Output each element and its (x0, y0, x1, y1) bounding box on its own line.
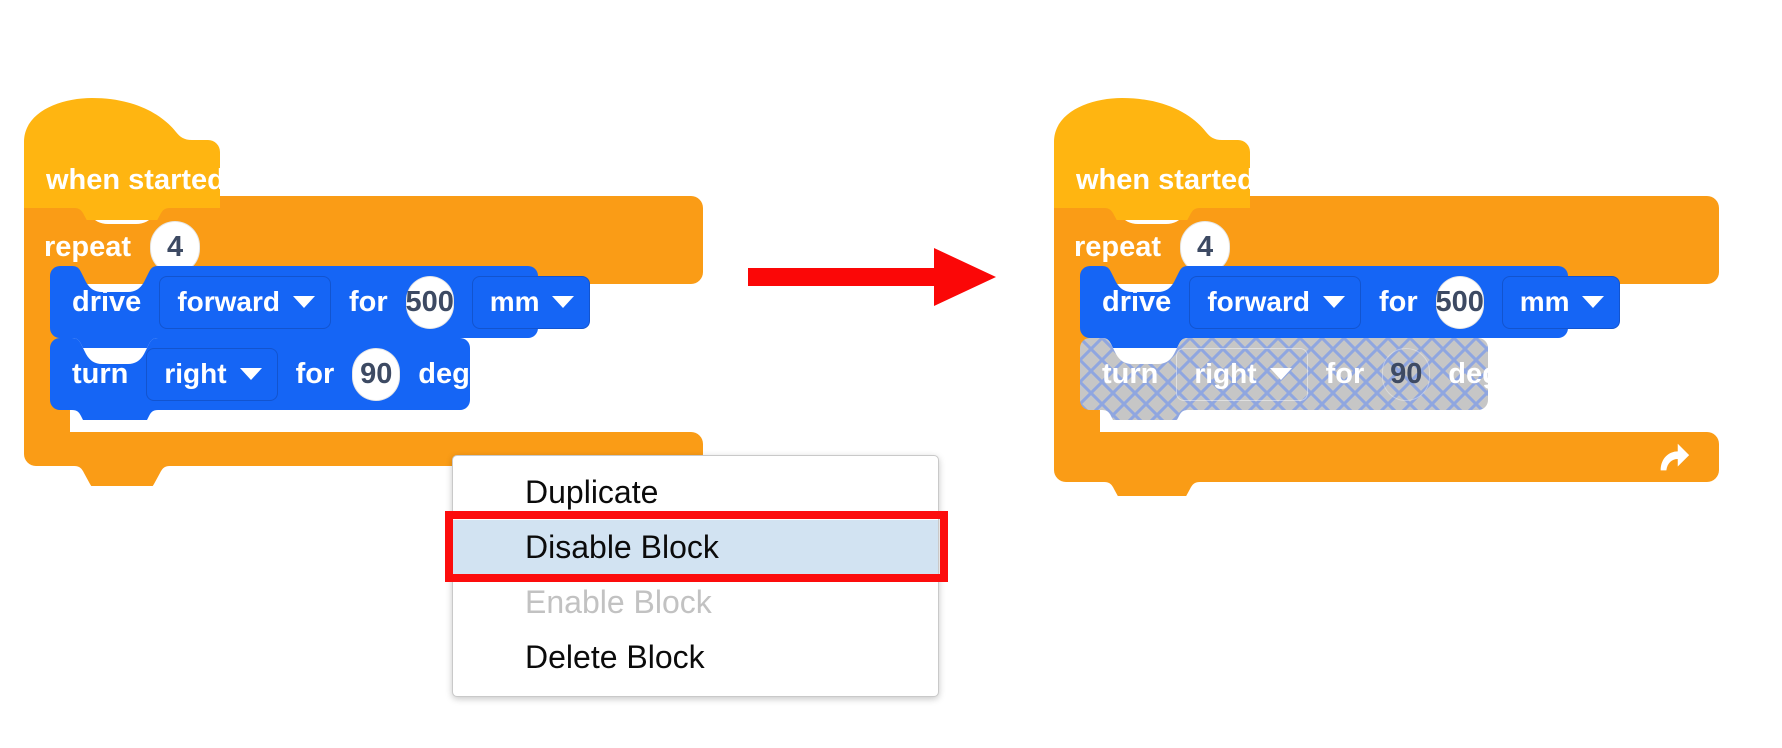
repeat-label: repeat (44, 231, 132, 263)
chevron-down-icon (1582, 295, 1605, 308)
chevron-down-icon (1323, 295, 1346, 308)
before-drive-row: drive forward for 500 mm (72, 266, 591, 338)
after-repeat-row: repeat 4 (1074, 221, 1231, 274)
turn-for-label: for (295, 357, 335, 390)
chevron-down-icon (552, 295, 575, 308)
drive-for-label: for (1379, 285, 1418, 318)
context-menu-item-delete-block[interactable]: Delete Block (525, 639, 705, 675)
before-turn-row: turn right for 90 degrees (72, 338, 530, 410)
chevron-down-icon (239, 367, 262, 380)
drive-distance-field[interactable]: 500 (406, 275, 454, 329)
repeat-count-field[interactable]: 4 (1180, 221, 1231, 274)
chevron-down-icon (1269, 367, 1292, 380)
before-repeat-row: repeat 4 (44, 221, 201, 274)
after-drive-row: drive forward for 500 mm (1102, 266, 1621, 338)
right-arrow-annotation (748, 248, 996, 306)
turn-verb-label: turn (72, 357, 129, 390)
drive-direction-dropdown[interactable]: forward (1189, 275, 1362, 329)
drive-verb-label: drive (72, 285, 142, 318)
block-context-menu[interactable]: Duplicate Disable Block Enable Block Del… (445, 455, 948, 697)
context-menu-item-enable-block: Enable Block (525, 584, 712, 620)
before-when-started-hat[interactable]: when started (24, 98, 225, 220)
repeat-label: repeat (1074, 231, 1162, 263)
chevron-down-icon (293, 295, 316, 308)
drive-for-label: for (349, 285, 388, 318)
turn-amount-field[interactable]: 90 (1382, 347, 1431, 401)
when-started-label: when started (46, 164, 225, 196)
turn-amount-field[interactable]: 90 (352, 347, 401, 401)
after-turn-row: turn right for 90 degrees (1102, 338, 1560, 410)
loop-arrow-icon (1660, 443, 1690, 471)
when-started-label: when started (1076, 164, 1255, 196)
turn-for-label: for (1325, 357, 1365, 390)
turn-direction-value: right (164, 357, 227, 389)
turn-direction-dropdown[interactable]: right (1176, 347, 1308, 401)
drive-verb-label: drive (1102, 285, 1172, 318)
drive-direction-dropdown[interactable]: forward (159, 275, 332, 329)
turn-units-label: degrees (1448, 357, 1560, 390)
turn-units-label: degrees (418, 357, 530, 390)
turn-direction-value: right (1194, 357, 1257, 389)
drive-direction-value: forward (177, 285, 281, 317)
drive-direction-value: forward (1207, 285, 1311, 317)
context-menu-item-disable-block[interactable]: Disable Block (453, 520, 938, 575)
after-when-started-hat[interactable]: when started (1054, 98, 1255, 220)
drive-units-value: mm (1519, 285, 1570, 317)
context-menu-item-duplicate[interactable]: Duplicate (525, 474, 659, 510)
turn-verb-label: turn (1102, 357, 1159, 390)
turn-direction-dropdown[interactable]: right (146, 347, 278, 401)
drive-units-dropdown[interactable]: mm (471, 275, 591, 329)
drive-units-dropdown[interactable]: mm (1501, 275, 1621, 329)
repeat-count-field[interactable]: 4 (150, 221, 201, 274)
drive-distance-field[interactable]: 500 (1436, 275, 1484, 329)
drive-units-value: mm (489, 285, 540, 317)
